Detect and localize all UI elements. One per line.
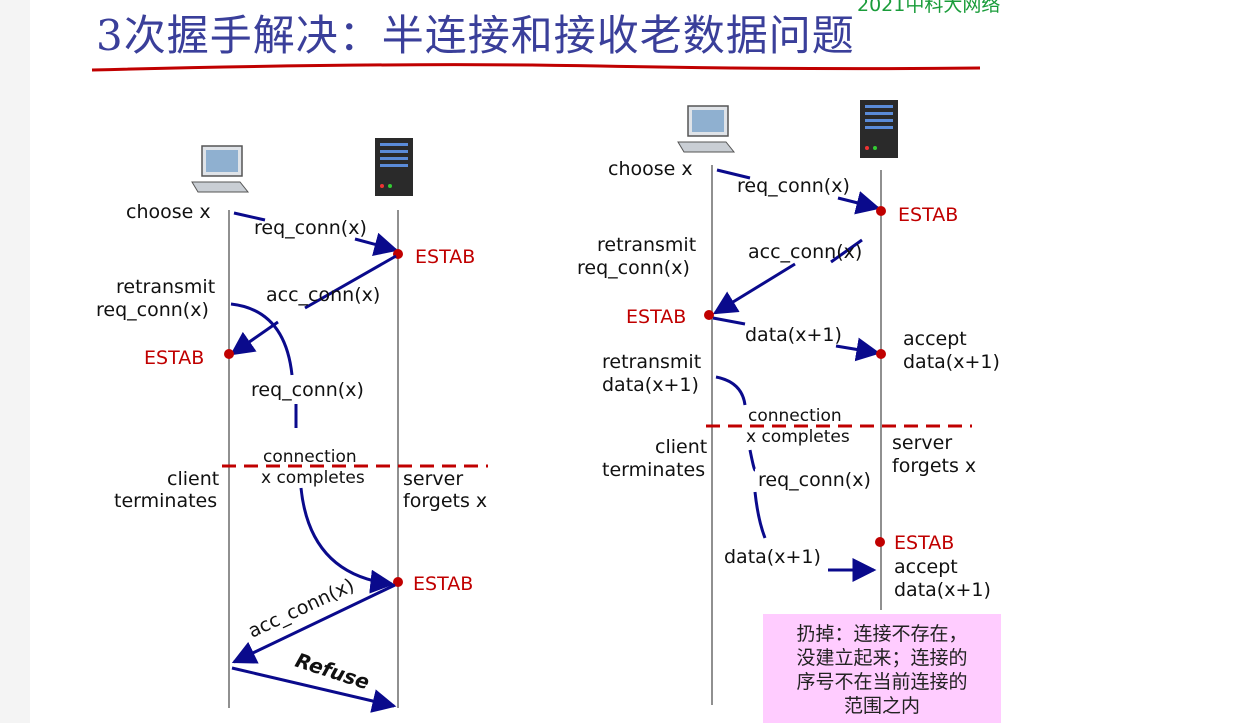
note-line-2: 没建立起来；连接的 — [796, 647, 968, 669]
left-retransmit-line1: retransmit — [116, 276, 215, 298]
left-server-tower-icon — [375, 138, 413, 196]
left-estab-server2-dot — [393, 577, 403, 587]
left-choose-label: choose x — [126, 201, 211, 223]
left-refuse-arrow — [231, 666, 397, 713]
left-refuse-label: Refuse — [292, 648, 372, 694]
right-retransmit-line1: retransmit — [597, 234, 696, 256]
left-acc2-label: acc_conn(x) — [245, 574, 358, 642]
right-estab-client-label: ESTAB — [626, 306, 686, 328]
left-acc1-arrow-end — [230, 320, 279, 356]
left-estab-server2-label: ESTAB — [413, 573, 473, 595]
right-data1-label: data(x+1) — [745, 324, 842, 346]
note-line-4: 范围之内 — [843, 695, 920, 717]
left-acc2-arrow — [231, 583, 396, 664]
left-acc1-label: acc_conn(x) — [266, 284, 380, 306]
left-client-computer-icon — [191, 145, 250, 193]
right-req1-arrow-end — [837, 191, 881, 215]
right-client-line2: terminates — [602, 459, 705, 481]
left-req2-curve-end — [299, 487, 395, 594]
right-client-line1: client — [655, 436, 707, 458]
right-client-computer-icon — [677, 105, 736, 153]
right-acc1-arrow — [830, 238, 863, 264]
right-acc1-arrow-end — [712, 262, 796, 315]
left-estab-client-dot — [224, 349, 234, 359]
right-server-tower-icon — [860, 100, 898, 158]
left-req2-curve — [230, 302, 294, 376]
right-retrans-curve-mid — [748, 449, 757, 472]
left-client-line1: client — [167, 468, 219, 490]
watermark: 2021中科大网络 — [857, 0, 1001, 16]
right-retrans-curve — [715, 375, 747, 406]
right-estab-server-label: ESTAB — [898, 204, 958, 226]
left-server-line2: forgets x — [403, 490, 487, 512]
right-req1-label: req_conn(x) — [737, 175, 850, 197]
right-estab-server2-dot — [875, 537, 885, 547]
right-retrans-data-line2: data(x+1) — [602, 374, 699, 396]
left-req1-label: req_conn(x) — [254, 217, 367, 239]
title-underline — [91, 63, 981, 72]
right-server-line2: forgets x — [892, 455, 976, 477]
right-estab-server2-label: ESTAB — [894, 532, 954, 554]
right-retrans-data-line1: retransmit — [602, 351, 701, 373]
right-server-line1: server — [892, 432, 952, 454]
left-acc1-arrow — [304, 254, 397, 310]
right-estab-client-dot — [704, 310, 714, 320]
left-client-line2: terminates — [114, 490, 217, 512]
left-server-line1: server — [403, 468, 463, 490]
right-accept2-line1: accept — [894, 556, 958, 578]
left-req1-arrow — [233, 211, 266, 222]
note-line-1: 扔掉：连接不存在， — [796, 623, 968, 645]
right-choose-label: choose x — [608, 158, 693, 180]
right-estab-server-dot — [876, 206, 886, 216]
left-estab-server-label: ESTAB — [415, 246, 475, 268]
slide-title: 3次握手解决：半连接和接收老数据问题 — [96, 11, 855, 60]
right-acc1-label: acc_conn(x) — [748, 241, 862, 263]
right-connection-line1: connection — [748, 406, 842, 426]
left-req2-label: req_conn(x) — [251, 379, 364, 401]
right-accept1-line1: accept — [903, 328, 967, 350]
right-retrans-curve-end — [753, 491, 767, 539]
right-accept2-line2: data(x+1) — [894, 579, 991, 601]
slide-panel-edge — [0, 0, 30, 723]
note-line-3: 序号不在当前连接的 — [796, 671, 968, 693]
left-req1-arrow-end — [354, 232, 399, 256]
right-data1-arrow — [712, 316, 746, 326]
right-data2-label: data(x+1) — [724, 546, 821, 568]
left-retransmit-line2: req_conn(x) — [96, 299, 209, 321]
left-connection-line1: connection — [263, 447, 357, 467]
left-estab-client-label: ESTAB — [144, 347, 204, 369]
right-req2-label: req_conn(x) — [758, 469, 871, 491]
right-accept1-dot — [876, 349, 886, 359]
right-req1-arrow — [716, 168, 751, 180]
right-retransmit-line2: req_conn(x) — [577, 257, 690, 279]
right-connection-line2: x completes — [746, 427, 850, 447]
right-data1-arrow-end — [835, 337, 881, 362]
right-accept1-line2: data(x+1) — [903, 351, 1000, 373]
discard-note: 扔掉：连接不存在， 没建立起来；连接的 序号不在当前连接的 范围之内 — [763, 614, 1001, 723]
left-connection-line2: x completes — [261, 468, 365, 488]
